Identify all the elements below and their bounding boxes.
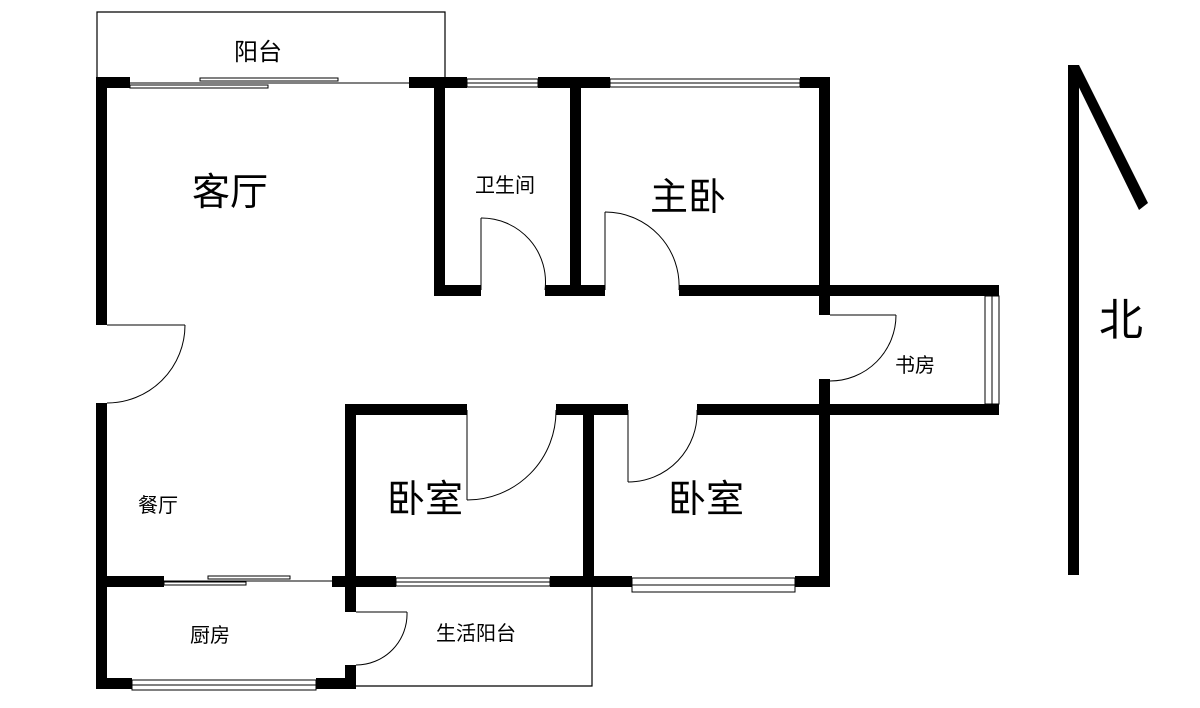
utility-balcony-label: 生活阳台	[436, 621, 516, 645]
bedroom-2-label: 卧室	[668, 477, 744, 521]
doors	[106, 211, 897, 666]
living-room-label: 客厅	[192, 170, 268, 214]
bathroom-label: 卫生间	[475, 173, 535, 197]
windows	[129, 77, 1000, 691]
master-bedroom-label: 主卧	[650, 175, 726, 219]
balcony-label: 阳台	[234, 38, 282, 66]
kitchen-label: 厨房	[190, 623, 230, 647]
north-compass-icon	[1068, 65, 1148, 575]
balcony-outline	[96, 11, 446, 78]
dining-room-label: 餐厅	[138, 493, 178, 517]
study-label: 书房	[895, 353, 935, 377]
utility-balcony-outline	[355, 580, 593, 687]
bedroom-1-label: 卧室	[387, 477, 463, 521]
walls	[96, 77, 999, 689]
compass-north-label: 北	[1099, 295, 1143, 346]
